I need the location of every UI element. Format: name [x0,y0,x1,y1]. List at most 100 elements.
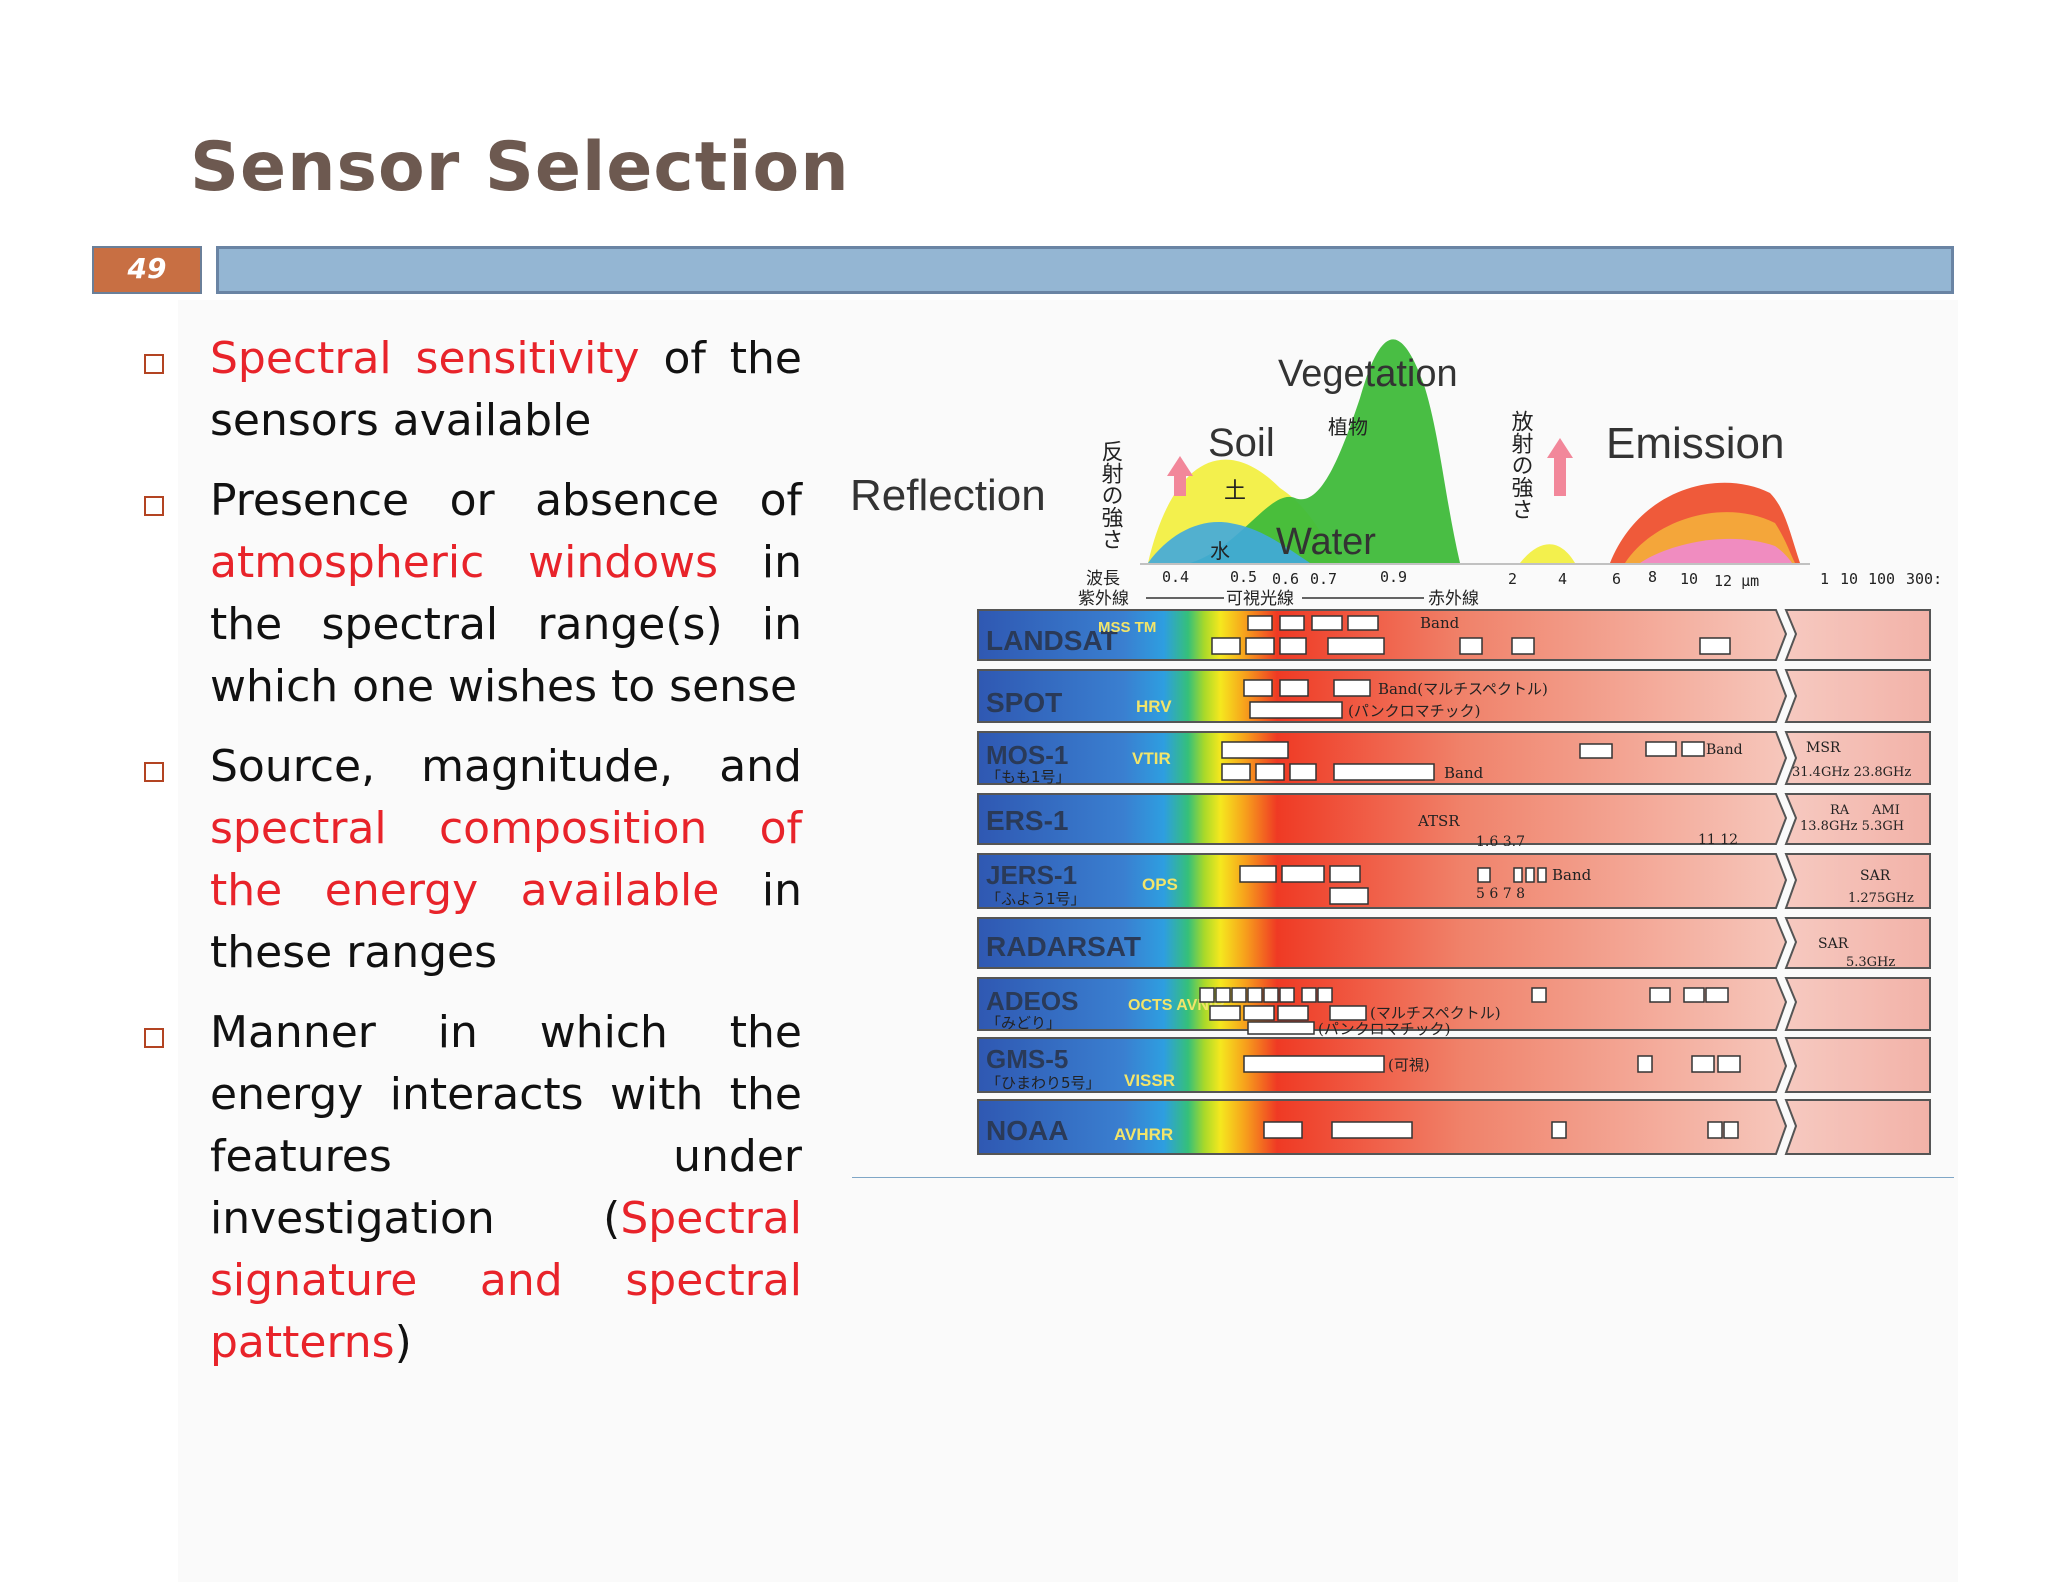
uv-jp: 紫外線 [1078,589,1129,609]
bullet-item: Manner in which the energy interacts wit… [140,1002,802,1374]
axis-tick: 0.4 [1162,568,1189,586]
sensor-row [977,793,1931,845]
ir-jp: 赤外線 [1428,589,1479,609]
square-bullet-icon [144,762,164,782]
sensor-sub: 「もも1号」 [986,768,1071,786]
band-value: 5 6 7 8 [1476,886,1525,902]
bullet-text: Manner in which the energy interacts wit… [210,1002,802,1374]
square-bullet-icon [144,1028,164,1048]
text-span: Source, magnitude, and [210,741,802,792]
axis-tick: 4 [1558,570,1567,588]
microwave-label: AMI [1871,803,1900,818]
soil-label: Soil [1208,421,1275,465]
highlight-text: Spectral signature and spectral patterns [210,1193,802,1368]
arrow-icon [1547,438,1573,496]
slide-number: 49 [92,246,202,294]
sensor-name: NOAA [986,1115,1068,1146]
axis-tick: 10 [1840,570,1858,588]
bullet-text: Presence or absence of atmospheric windo… [210,470,802,718]
reflection-intensity-jp: 反射の強さ [1098,440,1124,550]
axis-tick: 2 [1508,570,1517,588]
wavelength-jp: 波長 [1086,569,1120,589]
sensor-table: LANDSAT MSS TM Band SPOT HRV Band(マルチスペク… [977,609,1931,1155]
sensor-row [977,669,1931,723]
band-boxes [1243,1055,1741,1073]
microwave-label: SAR [1818,936,1849,952]
band-note: Band [1706,742,1743,758]
text-span: Manner in which the energy interacts wit… [210,1007,802,1244]
axis-tick: 1 [1820,570,1829,588]
sensor-name: SPOT [986,687,1062,718]
sensor-row [977,917,1931,969]
sensor-instrument: HRV [1136,697,1172,716]
microwave-value: 1.275GHz [1848,891,1914,906]
text-span: in the spectral range(s) in which one wi… [210,537,802,712]
bullet-item: Presence or absence of atmospheric windo… [140,470,802,718]
axis-tick: 0.6 [1272,570,1299,588]
microwave-value: 31.4GHz 23.8GHz [1792,765,1911,780]
sensor-instrument: VISSR [1124,1071,1175,1090]
band-value: 11 12 [1698,832,1738,848]
sensor-sub: 「みどり」 [986,1014,1061,1032]
emission-curve-3 [1640,538,1792,563]
microwave-label: SAR [1860,868,1891,884]
band-note: Band [1552,866,1592,884]
band-note: Band(マルチスペクトル) [1378,680,1548,698]
band-note: Band [1420,614,1460,632]
sensor-spectrum-figure: Reflection Soil Vegetation Water Emissio… [840,318,1954,1178]
microwave-value: 13.8GHz 5.3GH [1800,819,1904,834]
slide-title: Sensor Selection [190,128,850,207]
sensor-name: JERS-1 [986,860,1077,890]
reflection-label: Reflection [850,471,1046,520]
band-note: (マルチスペクトル) [1370,1004,1501,1022]
axis-tick: 8 [1648,568,1657,586]
sensor-row [977,1099,1931,1155]
sensor-row [977,853,1931,909]
water-label: Water [1276,521,1376,563]
water-jp-label: 水 [1210,539,1230,563]
axis-tick: 6 [1612,570,1621,588]
wavelength-axis: 波長 紫外線 可視光線 赤外線 0.4 0.5 0.6 0.7 0.9 2 4 … [1078,568,1942,609]
sensor-sub: 「ふよう1号」 [986,890,1086,908]
band-boxes [1199,987,1729,1035]
text-span: ) [394,1317,412,1368]
bullet-item: Spectral sensitivity of the sensors avai… [140,328,802,452]
vegetation-jp-label: 植物 [1328,415,1368,439]
bullet-list: Spectral sensitivity of the sensors avai… [140,328,802,1392]
sensor-name: LANDSAT [986,625,1118,656]
microwave-label: MSR [1806,740,1841,756]
sensor-sub: 「ひまわり5号」 [986,1074,1101,1092]
vegetation-label: Vegetation [1278,353,1458,395]
band-boxes [1211,615,1731,655]
highlight-text: Spectral sensitivity [210,333,640,384]
axis-tick: 0.5 [1230,568,1257,586]
highlight-text: spectral composition of the energy avail… [210,803,802,916]
visible-jp: 可視光線 [1226,589,1294,609]
band-boxes [1221,741,1705,781]
microwave-label: RA [1830,803,1850,818]
band-note: (可視) [1388,1056,1430,1074]
axis-tick: 100 [1868,570,1895,588]
sensor-name: ERS-1 [986,805,1068,836]
band-boxes [1243,679,1371,719]
sensor-name: ADEOS [986,986,1078,1016]
emission-label: Emission [1606,419,1785,468]
text-span: of the sensors available [210,333,803,446]
sensor-instrument: OPS [1142,875,1178,894]
vegetation-curve [1190,339,1460,563]
band-note: (パンクロマチック) [1318,1020,1450,1038]
text-span: Presence or absence of [210,475,802,526]
sensor-name: MOS-1 [986,740,1068,770]
emission-intensity-jp: 放射の強さ [1508,410,1534,520]
highlight-text: atmospheric windows [210,537,719,588]
axis-tick: 10 [1680,570,1698,588]
bullet-text: Spectral sensitivity of the sensors avai… [210,328,802,452]
soil-jp-label: 土 [1224,479,1246,504]
sensor-row [977,1037,1931,1093]
band-note: ATSR [1417,812,1460,830]
sensor-instrument: AVHRR [1114,1125,1173,1144]
band-note: Band [1444,764,1484,782]
bullet-item: Source, magnitude, and spectral composit… [140,736,802,984]
band-boxes [1263,1121,1739,1139]
title-bar [216,246,1954,294]
